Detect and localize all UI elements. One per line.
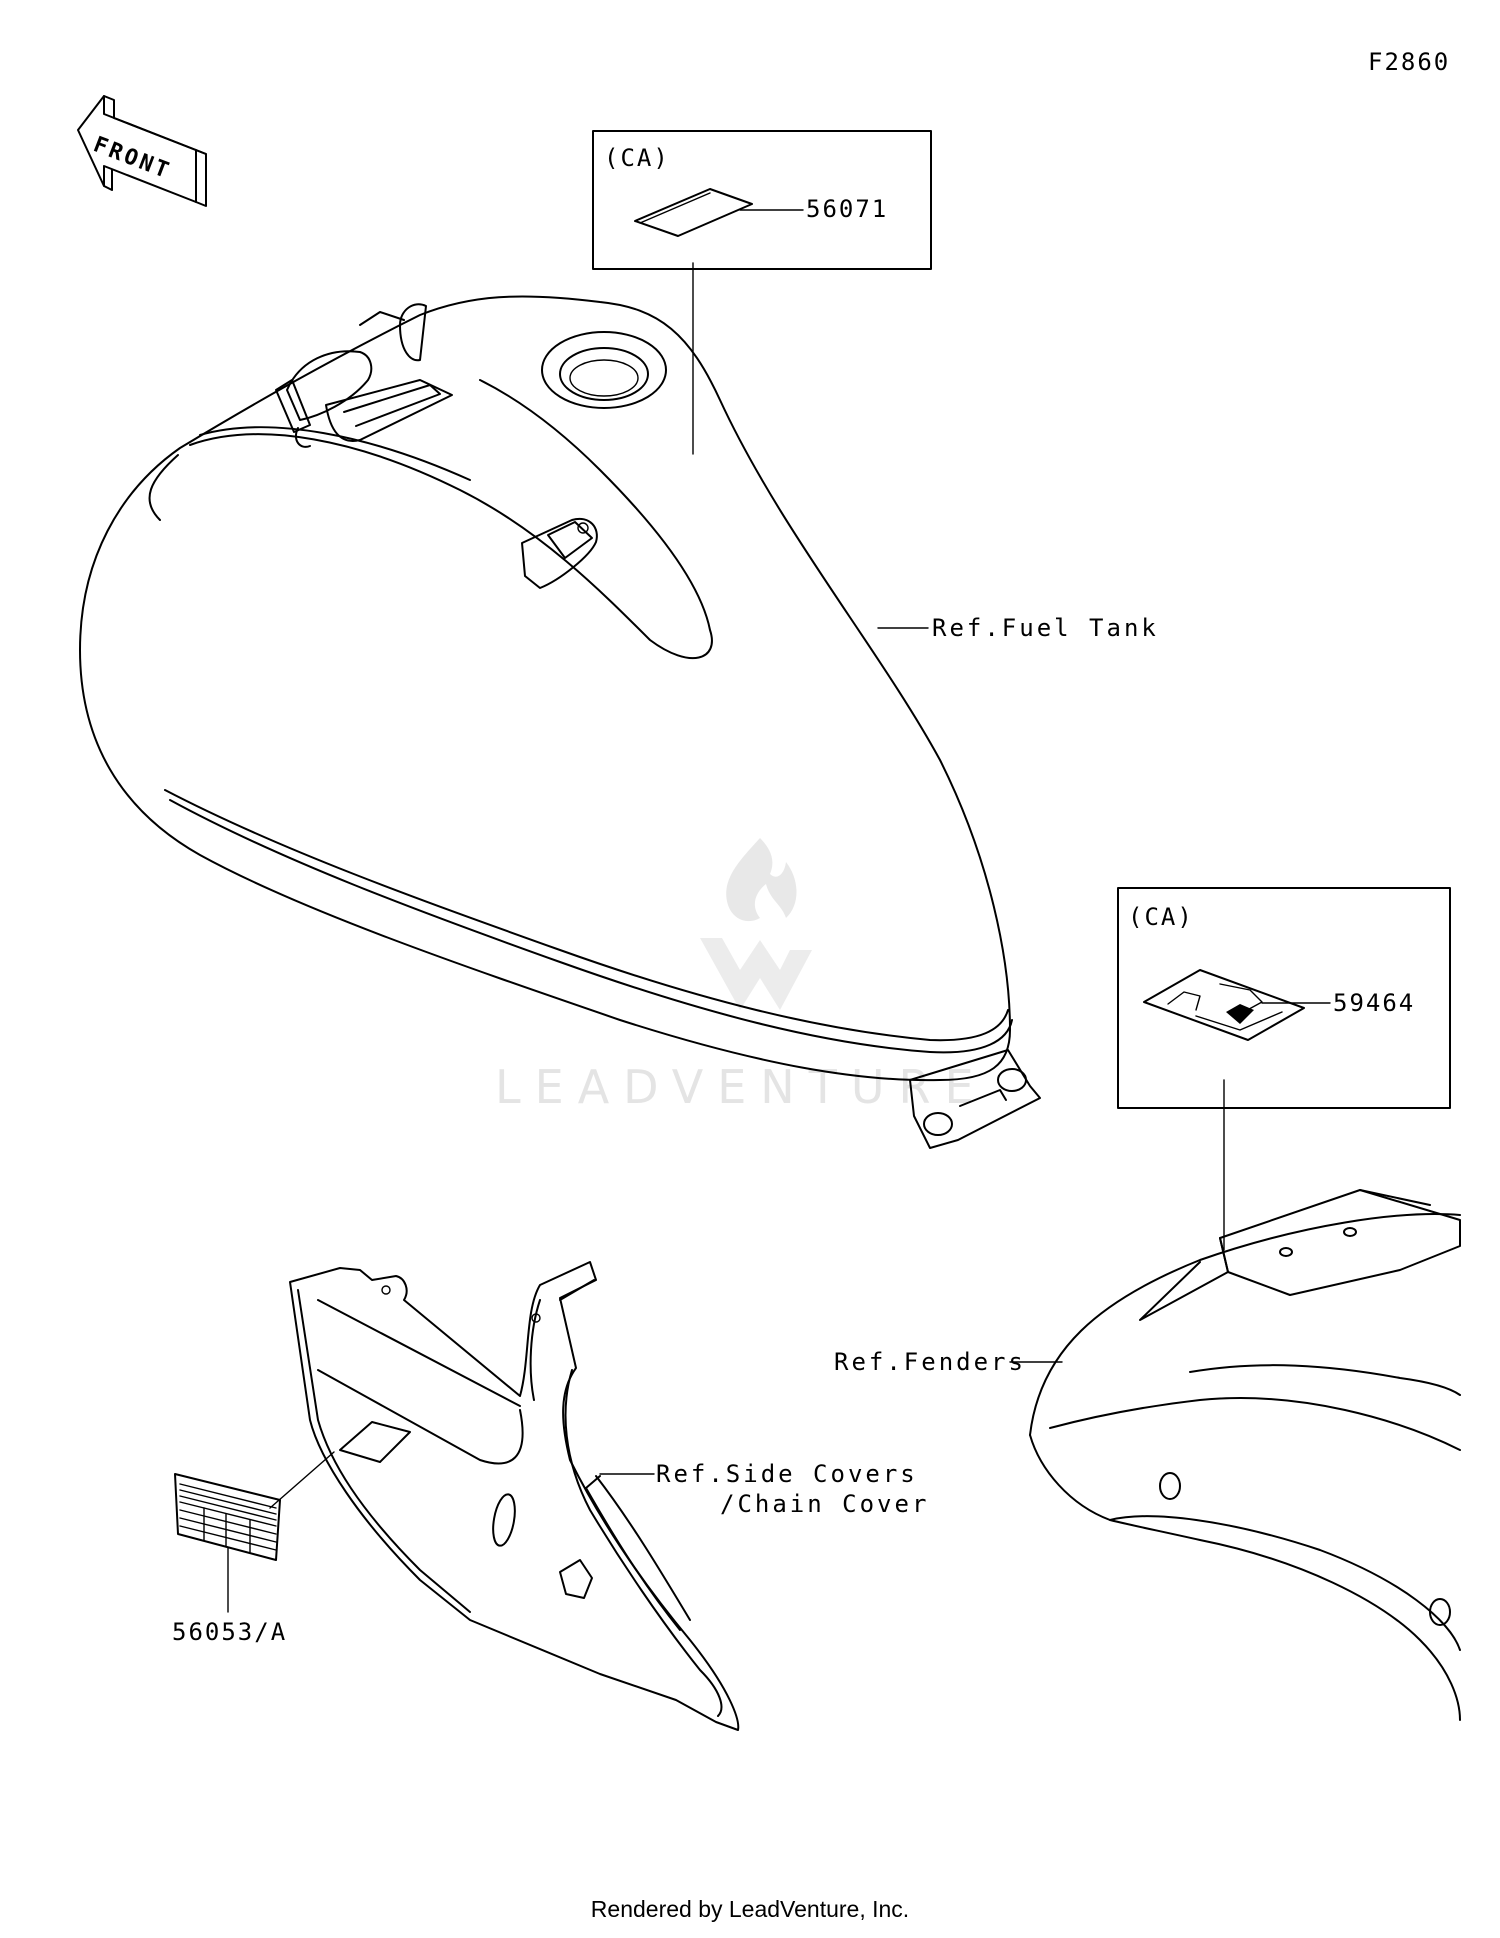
ca-box-top: (CA) 56071 (592, 130, 932, 455)
part-56053: 56053/A (172, 1618, 287, 1646)
figure-code: F2860 (1368, 48, 1450, 76)
side-cover-drawing (269, 1261, 740, 1731)
fuel-tank-drawing (79, 295, 1041, 1149)
footer-credit: Rendered by LeadVenture, Inc. (590, 1896, 910, 1922)
watermark-logo (700, 838, 812, 1010)
label-56053-drawing (174, 1473, 281, 1613)
ref-fenders: Ref.Fenders (834, 1348, 1026, 1376)
front-arrow-icon: FRONT (77, 95, 207, 207)
fender-drawing (1029, 1189, 1461, 1721)
ca-right-label: (CA) (1128, 903, 1194, 931)
ref-fuel-tank: Ref.Fuel Tank (932, 614, 1159, 642)
watermark-text: LEADVENTURE (495, 1060, 988, 1114)
ref-chain-cover: /Chain Cover (720, 1490, 929, 1518)
part-59464: 59464 (1333, 989, 1415, 1017)
ca-box-right: (CA) 59464 (1117, 887, 1451, 1251)
part-56071: 56071 (806, 195, 888, 223)
ca-top-label: (CA) (604, 144, 670, 172)
ref-side-covers: Ref.Side Covers (656, 1460, 918, 1488)
